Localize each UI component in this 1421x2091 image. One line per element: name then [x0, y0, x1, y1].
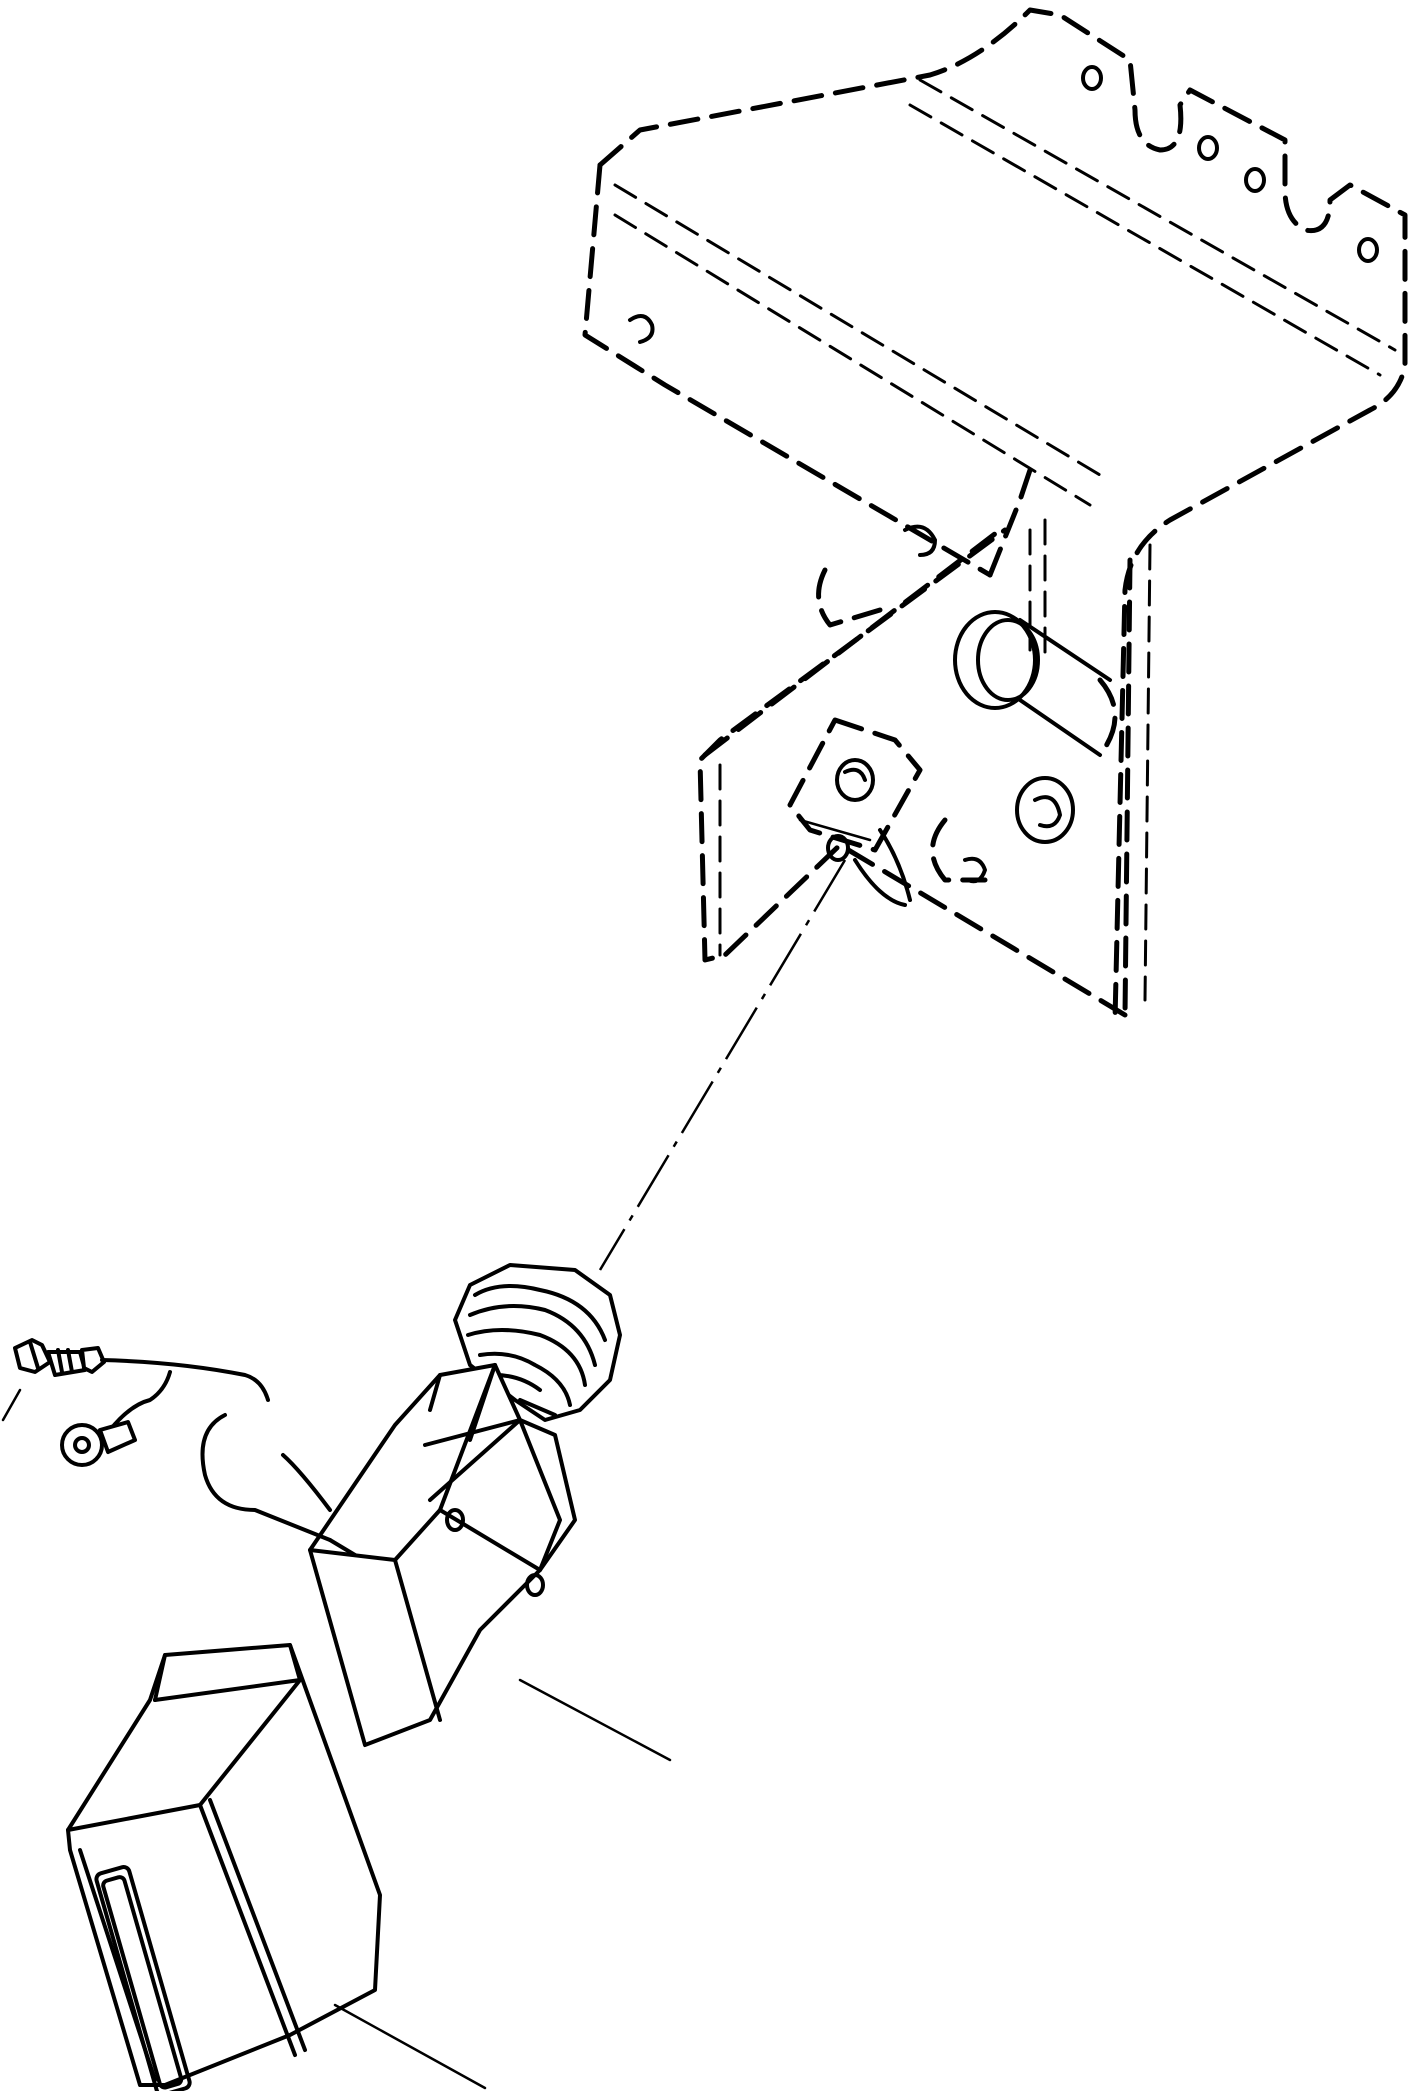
leader-line-screw	[1, 1388, 22, 1422]
limit-switch-body	[308, 1363, 577, 1747]
switch-cover	[66, 1643, 382, 2091]
leader-lines	[1, 1388, 672, 2090]
leader-line-switch-body	[518, 1678, 672, 1762]
mounting-screw	[13, 1338, 106, 1377]
leader-line-cover	[333, 2003, 487, 2090]
ground-wire-terminal	[60, 1358, 357, 1557]
assembly-center-line	[598, 859, 847, 1271]
mounting-bracket	[582, 7, 1408, 1023]
